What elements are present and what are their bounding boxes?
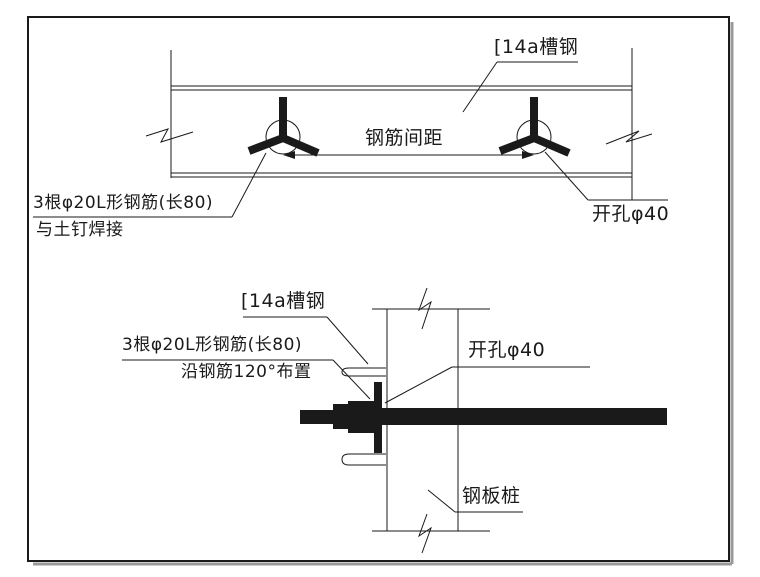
rebar-leg-lower-right [532, 134, 571, 157]
leader-line [332, 359, 371, 400]
top-hole-label: 开孔φ40 [592, 203, 670, 225]
sheet-pile-label: 钢板桩 [462, 485, 521, 507]
break-symbol-left [145, 128, 194, 143]
nail-end-left [300, 410, 334, 424]
soil-nail-bar [382, 408, 667, 425]
leader-line [231, 152, 267, 218]
leader-channel-top [462, 61, 578, 113]
leader-channel-bottom [243, 316, 369, 365]
leader-hole-top [544, 151, 668, 201]
bottom-channel-label: [14a槽钢 [241, 290, 326, 312]
channel-web-bar [374, 382, 382, 453]
leader-rebar-top [33, 152, 267, 218]
soil-nail-assembly [300, 401, 667, 433]
top-rebar-label-line2: 与土钉焊接 [36, 220, 124, 240]
channel-bottom-flange [341, 453, 386, 466]
soil-nail-circle [516, 119, 552, 155]
anchor-plate [348, 401, 375, 433]
break-symbol-top [418, 287, 432, 330]
leader-sheet-pile [427, 489, 523, 513]
top-rebar-label-line1: 3根φ20L形钢筋(长80) [33, 193, 214, 213]
soil-nail-circle [265, 119, 301, 155]
leader-rebar-bottom [122, 359, 371, 400]
bottom-view [122, 287, 667, 554]
leader-line [384, 366, 453, 404]
top-view [33, 48, 668, 218]
top-spacing-label: 钢筋间距 [365, 127, 444, 149]
leader-hole-bottom [384, 366, 590, 404]
rebar-trio-symbol-left [247, 97, 320, 157]
break-symbol-right [605, 130, 653, 145]
spacing-dimension [283, 151, 534, 159]
dimension-arrow-left [283, 151, 295, 159]
bottom-rebar-label-line2: 沿钢筋120°布置 [181, 362, 312, 382]
drawing-frame [27, 16, 730, 562]
leader-line [462, 61, 498, 113]
leader-line [544, 151, 589, 201]
rebar-leg-lower-left [498, 134, 536, 155]
leader-line [326, 316, 369, 365]
anchor-nut [333, 404, 349, 429]
rebar-leg-lower-right [281, 134, 320, 157]
channel-top-flange [341, 367, 386, 377]
break-symbol-bottom [418, 513, 432, 554]
top-channel-label: [14a槽钢 [494, 36, 579, 58]
bottom-rebar-label-line1: 3根φ20L形钢筋(长80) [122, 335, 303, 355]
bottom-hole-label: 开孔φ40 [468, 339, 546, 361]
rebar-trio-symbol-right [498, 97, 571, 157]
leader-line [427, 489, 456, 513]
rebar-leg-lower-left [247, 134, 285, 155]
dimension-arrow-right [522, 151, 534, 159]
